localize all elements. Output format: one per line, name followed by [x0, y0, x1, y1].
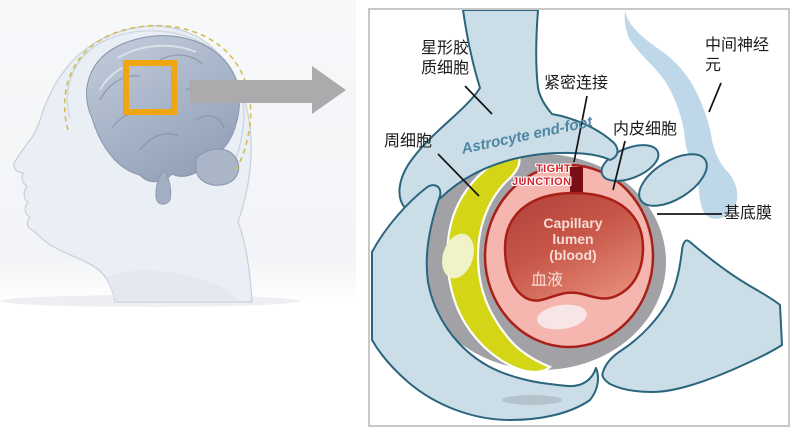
watermark-smudge — [502, 395, 562, 405]
neck-shading — [106, 270, 238, 302]
label-basement-membrane: 基底膜 — [724, 205, 773, 222]
interneuron-cell — [624, 10, 738, 219]
label-interneuron-line2: 元 — [705, 57, 722, 74]
label-astrocyte-line1: 星形胶 — [420, 40, 469, 57]
head-brain-illustration — [0, 0, 356, 307]
head-overview-panel — [0, 0, 360, 320]
capillary-diagram — [371, 10, 783, 421]
zoom-arrow — [190, 66, 346, 114]
label-tight-junction-en-line1: TIGHT — [536, 163, 571, 175]
label-endothelial-cell: 内皮细胞 — [613, 121, 678, 138]
label-blood-cn: 血液 — [530, 272, 563, 289]
astrocyte-lobe-upper-right-2 — [638, 153, 708, 207]
capillary-lumen — [503, 191, 645, 302]
tight-junction — [570, 167, 583, 192]
label-interneuron: 中间神经 元 — [705, 36, 789, 76]
label-tight-junction-en-line2: JUNCTION — [512, 176, 572, 188]
label-capillary-lumen: Capillary lumen (blood) — [529, 215, 617, 263]
endothelial-nucleus — [537, 304, 587, 330]
skull-dashed-outline — [63, 24, 252, 174]
label-astrocyte-line2: 质细胞 — [420, 60, 469, 77]
label-capillary-line1: Capillary — [543, 215, 603, 231]
brain-cerebellum — [195, 148, 240, 186]
label-capillary-line2: lumen — [552, 231, 594, 247]
pericyte-cell — [446, 150, 553, 374]
bbb-cross-section-panel — [368, 8, 790, 427]
label-astrocyte: 星形胶 质细胞 — [408, 39, 482, 79]
highlight-box — [123, 60, 177, 115]
label-pericyte: 周细胞 — [384, 133, 433, 150]
label-capillary-line3: (blood) — [549, 247, 597, 263]
brain-stem — [155, 171, 172, 205]
astrocyte-foot-bottom-right — [601, 239, 783, 393]
pericyte-nucleus — [442, 233, 474, 279]
label-tight-junction-cn: 紧密连接 — [544, 75, 609, 92]
label-interneuron-line1: 中间神经 — [705, 37, 770, 54]
